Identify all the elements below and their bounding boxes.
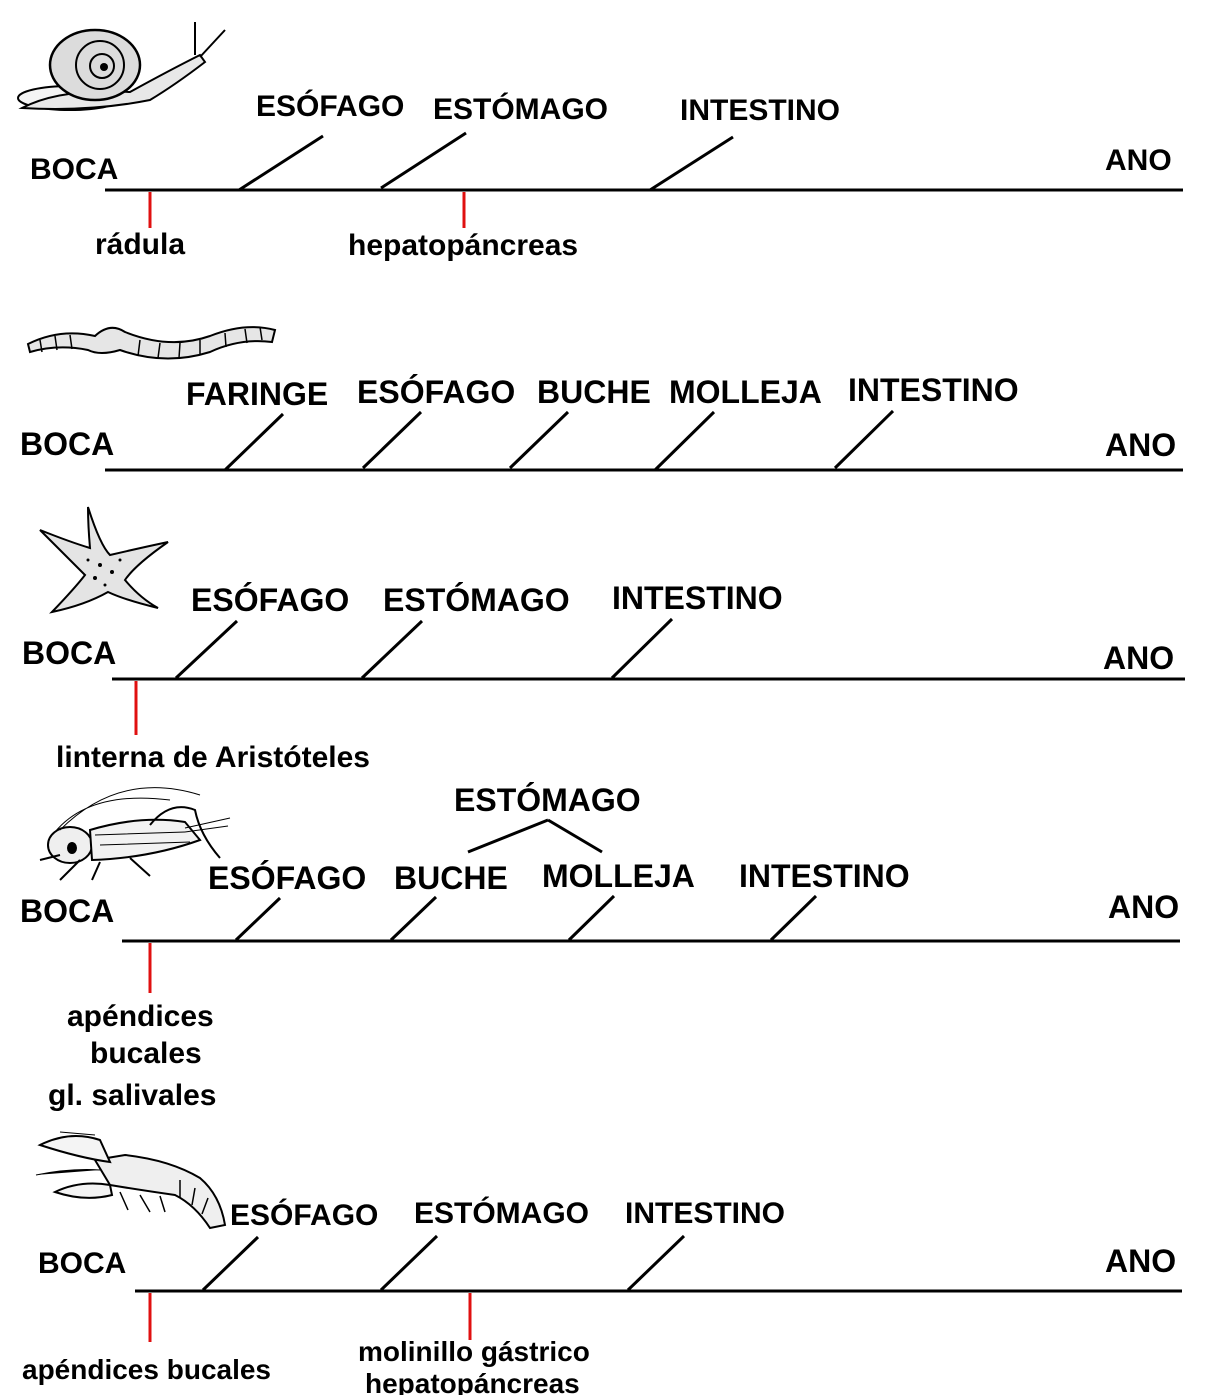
organ-label-stomach: ESTÓMAGO <box>433 92 608 126</box>
row-earthworm: BOCA ANO FARINGE ESÓFAGO BUCHE MOLLEJA I… <box>20 326 1183 472</box>
esophagus-pointer <box>361 410 423 470</box>
esophagus-pointer <box>174 619 239 680</box>
row-starfish: BOCA ANO ESÓFAGO ESTÓMAGO INTESTINO lint… <box>22 506 1185 774</box>
organ-label-stomach: ESTÓMAGO <box>383 582 570 618</box>
organ-label-intestine: INTESTINO <box>625 1197 785 1230</box>
crop-pointer <box>508 410 570 470</box>
snail-icon <box>17 22 226 111</box>
accessory-label-gastric-mill: molinillo gástrico <box>358 1336 590 1367</box>
organ-label-esophagus: ESÓFAGO <box>256 89 404 123</box>
gizzard-pointer <box>653 410 716 472</box>
intestine-pointer <box>610 617 674 680</box>
mouth-label: BOCA <box>22 635 116 671</box>
stomach-pointer <box>380 131 467 190</box>
anus-label: ANO <box>1103 640 1174 676</box>
organ-label-stomach: ESTÓMAGO <box>414 1196 589 1230</box>
organ-label-intestine: INTESTINO <box>680 94 840 127</box>
accessory-label-mouthparts-1: apéndices <box>67 1000 214 1033</box>
stomach-pointer <box>360 619 424 680</box>
earthworm-icon <box>26 326 277 360</box>
mouth-label: BOCA <box>38 1247 126 1280</box>
crayfish-icon <box>35 1131 227 1230</box>
intestine-pointer <box>833 409 895 470</box>
esophagus-pointer <box>234 896 282 942</box>
organ-label-crop: BUCHE <box>537 374 651 410</box>
organ-label-gizzard: MOLLEJA <box>669 374 822 410</box>
starfish-icon <box>39 506 169 614</box>
esophagus-pointer <box>201 1235 260 1292</box>
anus-label: ANO <box>1105 427 1176 463</box>
organ-label-pharynx: FARINGE <box>186 376 328 412</box>
stomach-branch-right <box>547 818 603 854</box>
organ-label-intestine: INTESTINO <box>739 858 910 894</box>
accessory-label-radula: rádula <box>95 228 185 261</box>
intestine-pointer <box>649 135 734 192</box>
anus-label: ANO <box>1105 144 1172 177</box>
accessory-label-hepatopancreas: hepatopáncreas <box>348 229 578 262</box>
accessory-label-salivary-glands: gl. salivales <box>48 1079 216 1112</box>
accessory-label-mouthparts: apéndices bucales <box>22 1354 271 1385</box>
intestine-pointer <box>626 1234 686 1292</box>
gizzard-pointer <box>567 894 616 942</box>
mouth-label: BOCA <box>20 893 114 929</box>
mouth-label: BOCA <box>20 426 114 462</box>
anus-label: ANO <box>1105 1243 1176 1279</box>
accessory-label-aristotle-lantern: linterna de Aristóteles <box>56 741 370 774</box>
pharynx-pointer <box>223 412 285 472</box>
esophagus-pointer <box>238 134 324 192</box>
organ-label-esophagus: ESÓFAGO <box>208 860 366 896</box>
organ-label-esophagus: ESÓFAGO <box>230 1198 378 1232</box>
mouth-label: BOCA <box>30 153 118 186</box>
anus-label: ANO <box>1108 889 1179 925</box>
organ-label-crop: BUCHE <box>394 860 508 896</box>
cricket-icon <box>39 787 231 881</box>
row-snail: BOCA ANO ESÓFAGO ESTÓMAGO INTESTINO rádu… <box>17 22 1183 262</box>
intestine-pointer <box>769 894 818 942</box>
stomach-branch-left <box>467 818 549 854</box>
row-crayfish: BOCA ANO ESÓFAGO ESTÓMAGO INTESTINO apén… <box>22 1131 1182 1395</box>
crop-pointer <box>389 895 438 942</box>
organ-label-esophagus: ESÓFAGO <box>357 374 515 410</box>
organ-label-esophagus: ESÓFAGO <box>191 582 349 618</box>
organ-group-label-stomach: ESTÓMAGO <box>454 782 641 818</box>
organ-label-intestine: INTESTINO <box>612 580 783 616</box>
organ-label-gizzard: MOLLEJA <box>542 858 695 894</box>
accessory-label-mouthparts-2: bucales <box>90 1037 202 1070</box>
organ-label-intestine: INTESTINO <box>848 372 1019 408</box>
stomach-pointer <box>379 1234 439 1292</box>
row-cricket: ESTÓMAGO BOCA ANO ESÓFAGO BUCHE MOLLEJA … <box>20 782 1180 1112</box>
accessory-label-hepatopancreas: hepatopáncreas <box>365 1368 580 1395</box>
